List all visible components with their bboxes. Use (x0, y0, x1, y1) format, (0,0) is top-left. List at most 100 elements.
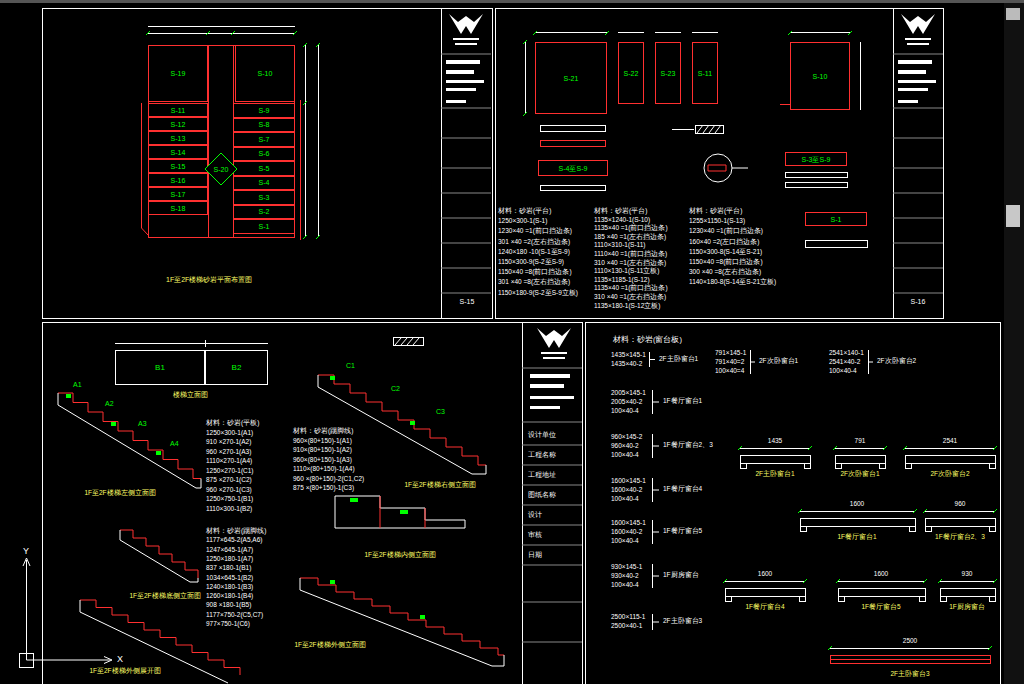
piece-label: S-9 (259, 107, 270, 114)
stone-piece: S-2 (233, 205, 295, 220)
sill-elevations (923, 509, 997, 513)
sill-elevations (905, 448, 995, 449)
drawing-text: 1140×180-8(S-14至S-21立板) (688, 279, 777, 286)
sill-elevations (828, 646, 992, 650)
stone-piece-details (526, 33, 861, 115)
stone-piece-details (708, 165, 726, 171)
drawing-text: 301 ×40 =8(左右挡边条) (497, 279, 571, 286)
title-block (441, 14, 491, 293)
stone-piece-details (672, 129, 694, 130)
piece-label: S-3 (259, 194, 270, 201)
stone-piece: S-1 (233, 219, 295, 234)
sill-elevations (741, 456, 811, 464)
sill-elevations (880, 464, 886, 469)
piece-label: S-12 (171, 121, 186, 128)
drawing-text: 960 (954, 501, 967, 508)
piece-label: S-20 (214, 166, 229, 173)
scrollbar (1006, 8, 1020, 20)
drawing-text: 100×40-4 (610, 538, 640, 545)
stone-piece: S-18 (148, 201, 208, 215)
drawing-text: 791×40=2 (714, 359, 745, 366)
stair-elevations (335, 496, 465, 528)
stone-piece: S-21 (535, 42, 607, 114)
drawing-caption: 1F至2F楼梯外侧展开图 (88, 668, 161, 675)
drawing-text: 960×(80+150)-1(A3) (292, 457, 353, 464)
stone-piece: S-4 (233, 176, 295, 191)
drawing-text: 310 ×40 =1(左右挡边条) (593, 294, 667, 301)
callout-label: A1 (72, 381, 83, 388)
callout-label: A4 (169, 440, 180, 447)
drawing-text: 791×145-1 (714, 350, 747, 357)
piece-label: S-11 (698, 70, 712, 77)
piece-label: S-6 (259, 150, 270, 157)
stair-elevations (350, 498, 358, 502)
drawing-text: 1435×145-1 (610, 352, 647, 359)
stone-piece: S-10 (235, 45, 295, 102)
sill-schedule (653, 520, 660, 544)
drawing-text: 1435×40-2 (610, 361, 643, 368)
sill-elevations (723, 446, 997, 664)
sill-schedule (653, 390, 660, 414)
title-block (541, 352, 567, 354)
drawing-text: 1230×40 =1(前口挡边条) (497, 228, 573, 235)
stair-plan (148, 27, 319, 238)
stone-piece-details (786, 173, 848, 178)
sill-schedule (650, 352, 656, 367)
stair-elevations (115, 340, 268, 347)
title-block (530, 384, 564, 388)
sill-elevations (903, 446, 997, 450)
sill-elevations (941, 597, 947, 602)
sill-elevations (740, 448, 810, 449)
drawing-text: 1110×300-1(B2) (205, 506, 253, 513)
drawing-text: 工程名称 (527, 452, 557, 459)
sill-elevations (800, 511, 915, 512)
drawing-text: 1255×1150-1(S-13) (688, 218, 746, 225)
piece-label: S-1 (259, 223, 270, 230)
stair-elevations (111, 422, 116, 426)
drawing-text: 1250×270-1(C1) (205, 468, 255, 475)
drawing-text: 1250×750-1(B1) (205, 496, 254, 503)
stair-elevations (58, 338, 504, 684)
diamond-outline (205, 153, 237, 185)
drawing-text: 960×40-2 (610, 443, 640, 450)
sill-elevations (836, 456, 886, 464)
sheet-frames (442, 9, 493, 319)
drawing-text: 960×145-2 (610, 434, 643, 441)
drawing-text: 1600 (849, 501, 865, 508)
sill-schedule (869, 350, 874, 374)
stone-piece-details (786, 183, 848, 188)
drawing-text: 960 ×(80+150)-2(C1,C2) (292, 476, 365, 483)
stone-piece: S-17 (148, 187, 208, 201)
sill-elevations (836, 579, 927, 583)
stone-piece: S-9 (233, 103, 295, 118)
piece-label: S-19 (171, 70, 186, 77)
stone-piece: S-10 (790, 42, 850, 110)
drawing-text: 1F餐厅窗台5 (662, 528, 703, 535)
sill-elevations (830, 659, 990, 660)
drawing-text: 1600×40-2 (610, 487, 643, 494)
sill-elevations (839, 597, 845, 602)
drawing-caption: 1F厨房窗台 (948, 604, 986, 611)
drawing-text: 1600×145-1 (610, 478, 647, 485)
sill-elevations (723, 579, 807, 583)
stair-plan (146, 31, 320, 239)
sill-elevations (726, 597, 732, 602)
sheet-frames (894, 9, 944, 319)
stone-piece-details (806, 241, 868, 248)
piece-label: S-7 (259, 136, 270, 143)
drawing-caption: 2F主卧窗台3 (889, 671, 930, 678)
callout-label: C2 (390, 385, 401, 392)
piece-label: S-10 (813, 73, 828, 80)
piece-label: S-17 (171, 191, 186, 198)
scrollbar (0, 0, 1024, 3)
stair-elevations (330, 580, 335, 584)
drawing-text: 930 (961, 571, 974, 578)
sill-elevations (990, 464, 996, 469)
drawing-text: 1150×180-9(S-2至S-9立板) (497, 290, 579, 297)
stone-piece: S-15 (148, 159, 208, 173)
drawing-text: 301 ×40 =2(左右挡边条) (497, 239, 571, 246)
stone-piece: S-16 (148, 173, 208, 187)
scrollbar (1004, 0, 1024, 684)
piece-label: S-22 (624, 70, 639, 77)
drawing-text: 2500×40-1 (610, 623, 643, 630)
